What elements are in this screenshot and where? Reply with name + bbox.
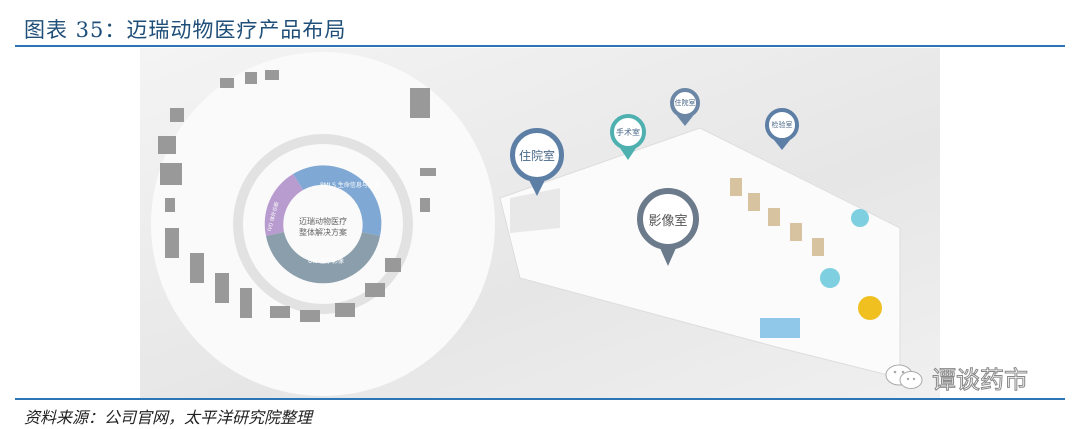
watermark-text: 谭谈药市 xyxy=(932,365,1029,394)
pin-inpatient-1: 住院室 xyxy=(510,128,564,196)
segment-label-pmls: PMLS 生命信息与支持 xyxy=(320,182,380,189)
pin-inpatient-2: 住院室 xyxy=(670,88,700,126)
pin-surgery: 手术室 xyxy=(610,114,646,160)
pin-imaging: 影像室 xyxy=(637,188,699,266)
figure-title: 图表 35：迈瑞动物医疗产品布局 xyxy=(24,18,347,42)
product-layout-figure: 迈瑞动物医疗 整体解决方案 PMLS 生命信息与支持 UIS 医学影像 IVD … xyxy=(140,48,940,398)
segment-ivd xyxy=(264,174,303,236)
center-label: 迈瑞动物医疗 整体解决方案 xyxy=(299,217,347,237)
segment-pmls xyxy=(293,165,382,236)
segment-label-uis: UIS 医学影像 xyxy=(308,258,344,265)
outer-ring xyxy=(151,52,495,396)
pin-laboratory: 检验室 xyxy=(765,108,799,150)
hospital-floorplan xyxy=(499,127,901,379)
source-note: 资料来源：公司官网，太平洋研究院整理 xyxy=(24,408,313,427)
segment-uis xyxy=(266,232,380,284)
wechat-watermark: 谭谈药市 xyxy=(884,362,1064,394)
product-wheel xyxy=(151,52,495,396)
inner-ring xyxy=(233,134,413,314)
top-divider xyxy=(15,45,1065,47)
bottom-divider xyxy=(15,398,1065,400)
wechat-icon xyxy=(885,364,923,389)
